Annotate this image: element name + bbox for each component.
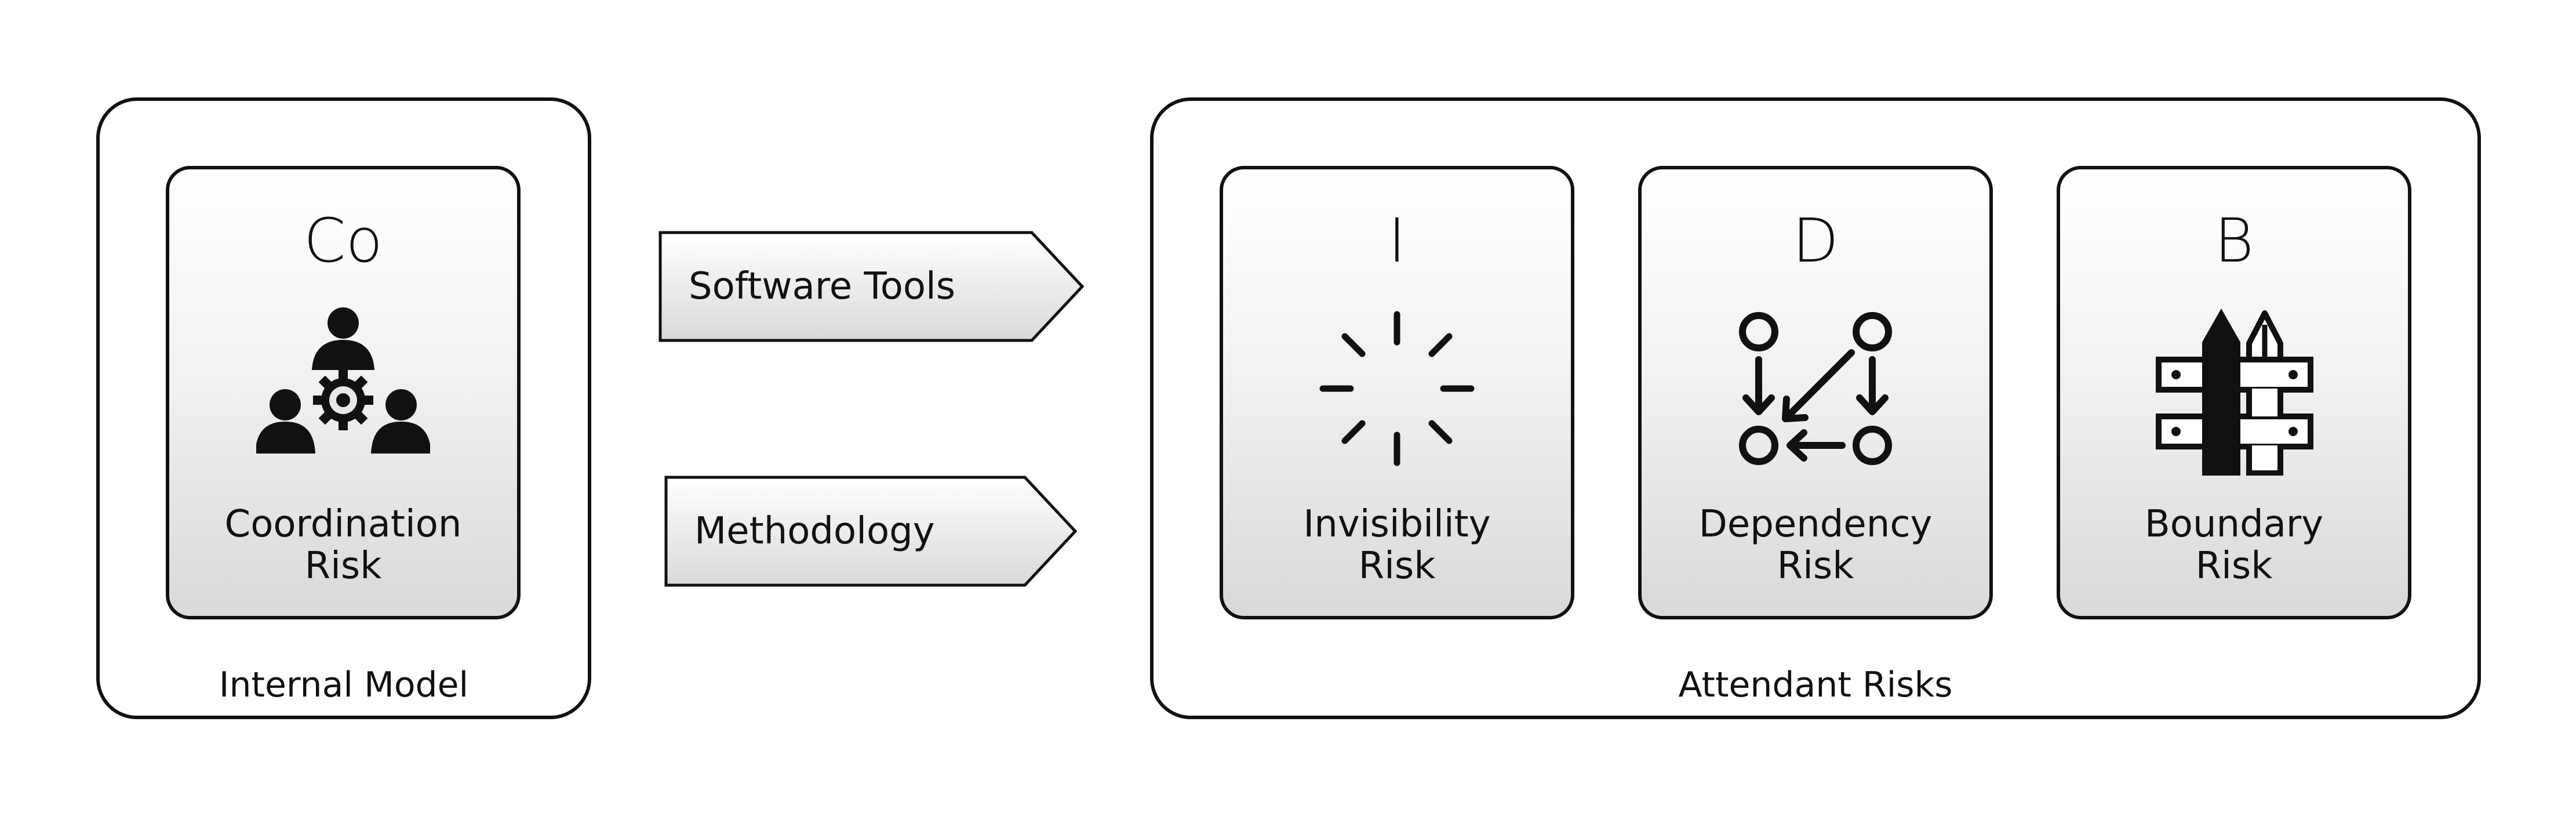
card-title-line1: Boundary — [2144, 503, 2324, 546]
fence-icon — [2156, 309, 2313, 476]
software-tools-label: Software Tools — [689, 265, 956, 308]
card-letter: I — [1388, 205, 1406, 276]
card-title: Dependency Risk — [1642, 503, 1989, 587]
team-gear-icon — [256, 307, 430, 454]
internal-model-label: Internal Model — [219, 665, 469, 705]
methodology-label: Methodology — [694, 510, 935, 553]
dependency-risk-card: D Dependency Risk — [1638, 166, 1993, 619]
methodology-arrow: Methodology — [664, 476, 1077, 587]
card-title-line1: Coordination — [224, 503, 462, 546]
arrow-shape — [658, 231, 1084, 342]
card-title-line1: Dependency — [1698, 503, 1933, 546]
dependency-nodes-icon — [1739, 312, 1892, 465]
card-title-line1: Invisibility — [1303, 503, 1491, 546]
software-tools-arrow: Software Tools — [658, 231, 1084, 342]
card-letter: B — [2214, 205, 2254, 276]
card-title-line2: Risk — [1777, 545, 1854, 587]
invisibility-risk-card: I Invisibility Risk — [1220, 166, 1574, 619]
card-letter: D — [1792, 205, 1839, 276]
card-title: Coordination Risk — [169, 503, 517, 587]
card-title: Boundary Risk — [2060, 503, 2408, 587]
card-title: Invisibility Risk — [1223, 503, 1571, 587]
card-title-line2: Risk — [2195, 545, 2273, 587]
attendant-risks-label: Attendant Risks — [1678, 665, 1953, 705]
card-letter: Co — [303, 205, 383, 276]
boundary-risk-card: B Boundary Risk — [2057, 166, 2411, 619]
invisibility-burst-icon — [1319, 311, 1475, 466]
arrow-shape — [664, 476, 1077, 587]
coordination-risk-card: Co — [166, 166, 521, 619]
card-title-line2: Risk — [304, 545, 382, 587]
card-title-line2: Risk — [1358, 545, 1436, 587]
